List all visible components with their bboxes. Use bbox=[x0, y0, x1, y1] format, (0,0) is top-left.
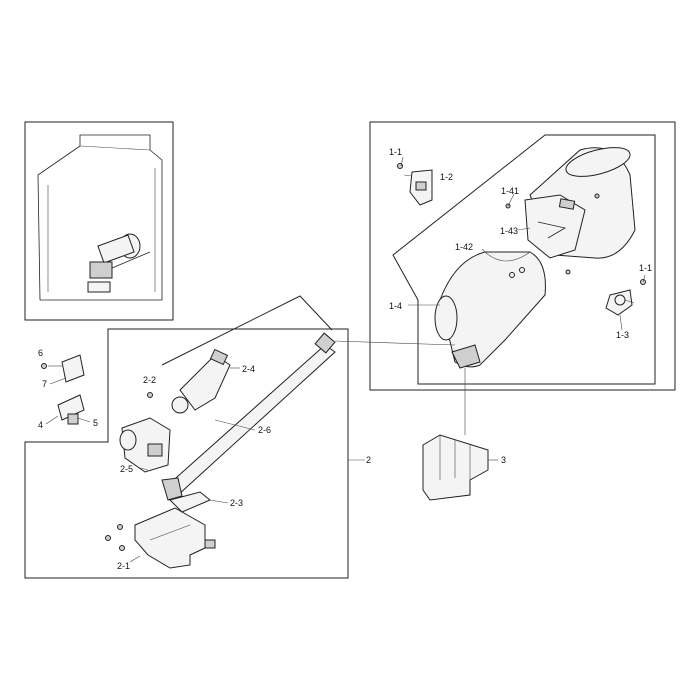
burner-tube bbox=[161, 332, 336, 501]
thermostat-right bbox=[605, 289, 633, 316]
label-6: 6 bbox=[38, 348, 43, 358]
label-2-5: 2-5 bbox=[120, 464, 133, 474]
dryer-overview bbox=[37, 134, 163, 301]
label-2-6: 2-6 bbox=[258, 425, 271, 435]
flame-sensor-bracket bbox=[409, 169, 433, 206]
label-1-3: 1-3 bbox=[616, 330, 629, 340]
label-4: 4 bbox=[38, 420, 43, 430]
combustion-plate bbox=[524, 194, 586, 259]
label-1-4: 1-4 bbox=[389, 301, 402, 311]
ignitor-holder bbox=[171, 348, 231, 414]
assembly-1-frame bbox=[369, 121, 676, 391]
small-parts-group bbox=[41, 354, 85, 425]
label-2-1: 2-1 bbox=[117, 561, 130, 571]
label-1-2: 1-2 bbox=[440, 172, 453, 182]
combustion-chamber bbox=[434, 251, 546, 369]
overview-frame bbox=[24, 121, 174, 321]
label-1-42: 1-42 bbox=[455, 242, 473, 252]
leader-lines bbox=[45, 156, 646, 563]
label-3: 3 bbox=[501, 455, 506, 465]
valve-bracket bbox=[134, 491, 216, 569]
screws-assembly-2 bbox=[105, 392, 153, 551]
assembly-2-inner-bracket bbox=[161, 295, 333, 366]
label-7: 7 bbox=[42, 379, 47, 389]
overview-gas-valve-assembly bbox=[87, 233, 151, 293]
assembly-1-inner-bracket bbox=[392, 134, 656, 385]
label-2-3: 2-3 bbox=[230, 498, 243, 508]
assembly-2-frame bbox=[24, 328, 349, 579]
label-1-1-top: 1-1 bbox=[389, 147, 402, 157]
label-5: 5 bbox=[93, 418, 98, 428]
label-1-43: 1-43 bbox=[500, 226, 518, 236]
label-1-41: 1-41 bbox=[501, 186, 519, 196]
label-2-2: 2-2 bbox=[143, 375, 156, 385]
gas-valve bbox=[119, 417, 171, 473]
label-2-4: 2-4 bbox=[242, 364, 255, 374]
label-2: 2 bbox=[366, 455, 371, 465]
callout-labels: 1-1 1-2 1-41 1-43 1-42 1-1 1-4 1-3 2 3 2… bbox=[38, 147, 652, 571]
burner-bracket bbox=[422, 434, 489, 501]
label-1-1-right: 1-1 bbox=[639, 263, 652, 273]
